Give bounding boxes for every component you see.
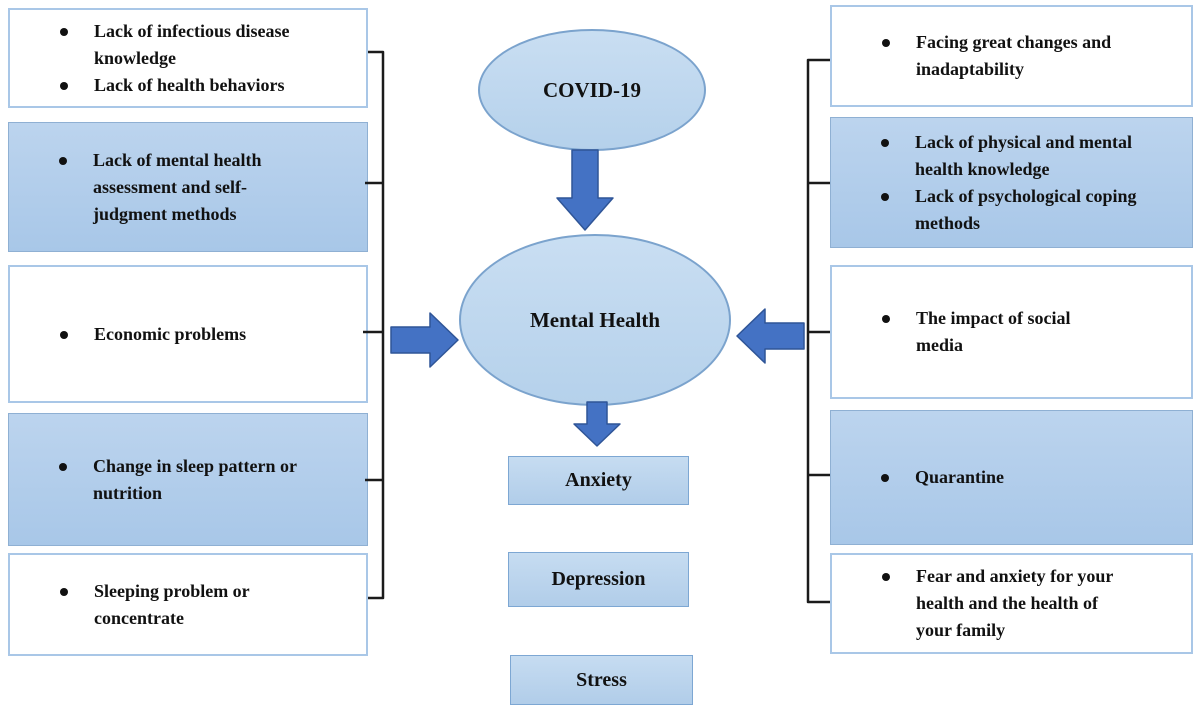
list-item: Economic problems (60, 321, 336, 348)
covid-label: COVID-19 (543, 77, 641, 102)
list-item: Lack of infectious disease knowledge (60, 18, 336, 72)
cause-box-right-5: Fear and anxiety for your health and the… (830, 553, 1193, 654)
arrow-shape (736, 308, 805, 364)
covid-ellipse: COVID-19 (478, 29, 706, 151)
cause-text: Sleeping problem or concentrate (94, 580, 250, 628)
bullet-icon (60, 587, 68, 596)
cause-text: Lack of infectious disease knowledge (94, 20, 290, 68)
right-to-center-arrow-icon (736, 308, 805, 364)
cause-text: Lack of psychological coping methods (915, 185, 1137, 233)
cause-list: Economic problems (10, 321, 366, 348)
bullet-icon (882, 573, 890, 581)
cause-box-left-1: Lack of infectious disease knowledge Lac… (8, 8, 368, 108)
mental-health-ellipse: Mental Health (459, 234, 731, 406)
cause-list: Lack of infectious disease knowledge Lac… (10, 18, 366, 99)
list-item: Lack of physical and mental health knowl… (881, 129, 1162, 183)
cause-list: Lack of physical and mental health knowl… (831, 129, 1192, 237)
covid-to-mental-health-arrow-icon (556, 149, 614, 231)
mental-health-to-outcomes-arrow-icon (573, 401, 621, 447)
cause-box-left-4: Change in sleep pattern or nutrition (8, 413, 368, 546)
cause-text: Economic problems (94, 323, 247, 344)
cause-list: Facing great changes and inadaptability (832, 29, 1191, 83)
cause-box-left-5: Sleeping problem or concentrate (8, 553, 368, 656)
arrow-shape (573, 401, 621, 447)
outcome-box-stress: Stress (510, 655, 693, 705)
cause-text: Lack of mental health assessment and sel… (93, 149, 262, 224)
cause-text: Facing great changes and inadaptability (916, 32, 1112, 79)
list-item: Lack of psychological coping methods (881, 183, 1162, 237)
list-item: Fear and anxiety for your health and the… (882, 563, 1161, 644)
cause-list: The impact of social media (832, 305, 1191, 359)
bullet-icon (881, 474, 889, 482)
outcome-label: Anxiety (565, 469, 632, 491)
cause-box-right-3: The impact of social media (830, 265, 1193, 399)
cause-box-left-3: Economic problems (8, 265, 368, 403)
cause-list: Change in sleep pattern or nutrition (9, 453, 367, 507)
left-bracket-connector (363, 50, 385, 600)
bullet-icon (882, 315, 890, 323)
list-item: Change in sleep pattern or nutrition (59, 453, 337, 507)
bullet-icon (60, 81, 68, 90)
outcome-box-anxiety: Anxiety (508, 456, 689, 505)
bullet-icon (882, 39, 890, 47)
list-item: The impact of social media (882, 305, 1161, 359)
bullet-icon (60, 27, 68, 36)
cause-text: Fear and anxiety for your health and the… (916, 566, 1113, 640)
mental-health-label: Mental Health (529, 307, 661, 332)
left-to-center-arrow-icon (390, 312, 459, 368)
outcome-label: Stress (576, 668, 627, 691)
list-item: Lack of health behaviors (60, 72, 336, 99)
list-item: Facing great changes and inadaptability (882, 29, 1161, 83)
cause-box-left-2: Lack of mental health assessment and sel… (8, 122, 368, 252)
cause-list: Lack of mental health assessment and sel… (9, 147, 367, 228)
arrow-shape (556, 149, 614, 231)
list-item: Quarantine (881, 464, 1162, 491)
right-bracket-connector (806, 58, 830, 604)
bracket-line (368, 50, 385, 600)
cause-list: Sleeping problem or concentrate (10, 578, 366, 632)
cause-text: The impact of social media (916, 308, 1071, 355)
cause-list: Quarantine (831, 464, 1192, 491)
cause-box-right-2: Lack of physical and mental health knowl… (830, 117, 1193, 248)
bullet-icon (60, 330, 68, 339)
bullet-icon (881, 138, 889, 147)
bullet-icon (59, 462, 67, 471)
cause-text: Quarantine (915, 467, 1005, 487)
cause-box-right-1: Facing great changes and inadaptability (830, 5, 1193, 107)
cause-text: Lack of physical and mental health knowl… (915, 131, 1133, 179)
outcome-box-depression: Depression (508, 552, 689, 607)
cause-box-right-4: Quarantine (830, 410, 1193, 545)
bullet-icon (881, 192, 889, 201)
outcome-label: Depression (551, 568, 646, 590)
cause-text: Lack of health behaviors (94, 74, 285, 95)
list-item: Sleeping problem or concentrate (60, 578, 336, 632)
list-item: Lack of mental health assessment and sel… (59, 147, 337, 228)
arrow-shape (390, 312, 459, 368)
bullet-icon (59, 156, 67, 165)
cause-text: Change in sleep pattern or nutrition (93, 455, 297, 503)
cause-list: Fear and anxiety for your health and the… (832, 563, 1191, 644)
